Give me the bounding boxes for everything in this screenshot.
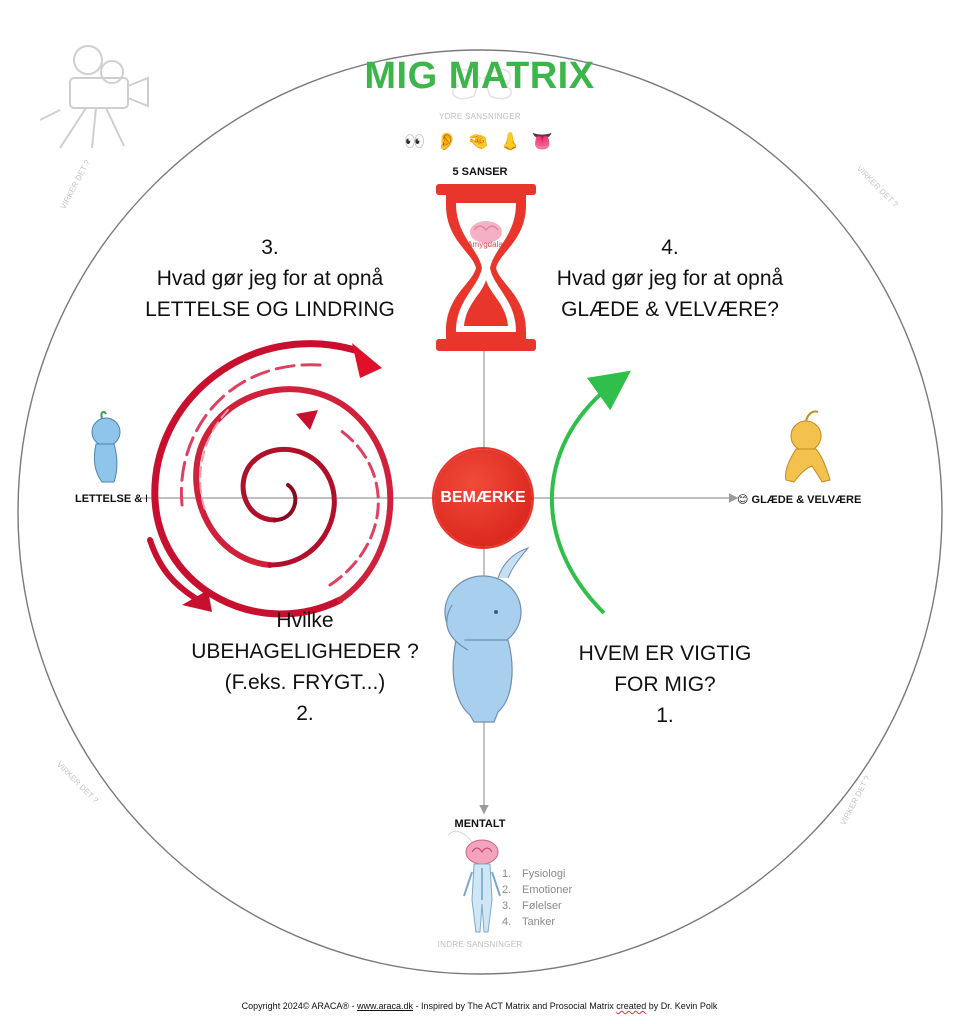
- page-title: MIG MATRIX: [364, 55, 595, 97]
- quadrant-1: HVEM ER VIGTIG FOR MIG? 1.: [500, 638, 830, 731]
- quadrant-4-number: 4.: [661, 236, 679, 259]
- green-arrow-icon: [550, 370, 631, 615]
- outer-senses-label: YDRE SANSNINGER: [439, 112, 521, 121]
- bemaerke-button[interactable]: BEMÆRKE: [434, 449, 532, 547]
- footer-suffix: by Dr. Kevin Polk: [646, 1001, 718, 1011]
- footer-created: created: [616, 1001, 647, 1011]
- quadrant-1-line2: FOR MIG?: [614, 673, 716, 696]
- inner-senses-list: 1.Fysiologi 2.Emotioner 3.Følelser 4.Tan…: [502, 866, 572, 930]
- quadrant-2-line1: Hvilke: [276, 609, 334, 632]
- inner-senses-label: INDRE SANSNINGER: [437, 940, 523, 949]
- axis-right-text: GLÆDE & VELVÆRE: [751, 494, 862, 506]
- smile-icon: 😊: [737, 494, 749, 506]
- yellow-figure-icon: [785, 410, 831, 483]
- quadrant-3: 3. Hvad gør jeg for at opnå LETTELSE OG …: [100, 232, 440, 325]
- list-item: 3.Følelser: [502, 900, 562, 912]
- quadrant-3-number: 3.: [261, 236, 279, 259]
- quadrant-3-line1: Hvad gør jeg for at opnå: [156, 267, 384, 290]
- axis-left-text: LETTELSE & LINDRING: [75, 493, 147, 505]
- quadrant-1-line1: HVEM ER VIGTIG: [578, 642, 752, 665]
- quadrant-2-line3: (F.eks. FRYGT...): [224, 671, 386, 694]
- axis-label-right: 😊 GLÆDE & VELVÆRE: [737, 493, 861, 506]
- quadrant-4-line1: Hvad gør jeg for at opnå: [556, 267, 784, 290]
- axis-label-left: LETTELSE & LINDRING: [75, 493, 147, 505]
- butterfly-icon: [452, 68, 512, 100]
- blue-figure-icon: [91, 410, 121, 483]
- list-item: 2.Emotioner: [502, 884, 573, 896]
- thinking-figure-icon: [444, 546, 530, 723]
- outer-circle: [17, 49, 943, 975]
- footer-link[interactable]: www.araca.dk: [356, 1001, 414, 1011]
- brain-label: Amygdala: [467, 240, 503, 249]
- quadrant-1-number: 1.: [656, 704, 674, 727]
- camera-icon: [39, 45, 149, 149]
- five-senses-label: 5 SANSER: [452, 166, 508, 178]
- quadrant-2-number: 2.: [296, 702, 314, 725]
- list-item: 1.Fysiologi: [502, 868, 566, 880]
- quadrant-2: Hvilke UBEHAGELIGHEDER ? (F.eks. FRYGT..…: [130, 605, 480, 729]
- body-figure-icon: [447, 830, 501, 933]
- quadrant-3-line2: LETTELSE OG LINDRING: [145, 298, 395, 321]
- axis-label-bottom: MENTALT: [454, 818, 506, 830]
- quadrant-4: 4. Hvad gør jeg for at opnå GLÆDE & VELV…: [500, 232, 840, 325]
- brain-icon: [470, 221, 502, 243]
- quadrant-4-line2: GLÆDE & VELVÆRE?: [561, 298, 779, 321]
- red-spiral-icon: [147, 340, 394, 618]
- quadrant-2-line2: UBEHAGELIGHEDER ?: [191, 640, 419, 663]
- footer-copyright: Copyright 2024© ARACA® - www.araca.dk - …: [0, 1001, 959, 1011]
- footer-prefix: Copyright 2024© ARACA® -: [241, 1001, 357, 1011]
- list-item: 4.Tanker: [502, 916, 556, 928]
- footer-middle: - Inspired by The ACT Matrix and Prosoci…: [413, 1001, 617, 1011]
- senses-emoji-row: 👀 👂 🤏 👃 👅: [404, 132, 556, 151]
